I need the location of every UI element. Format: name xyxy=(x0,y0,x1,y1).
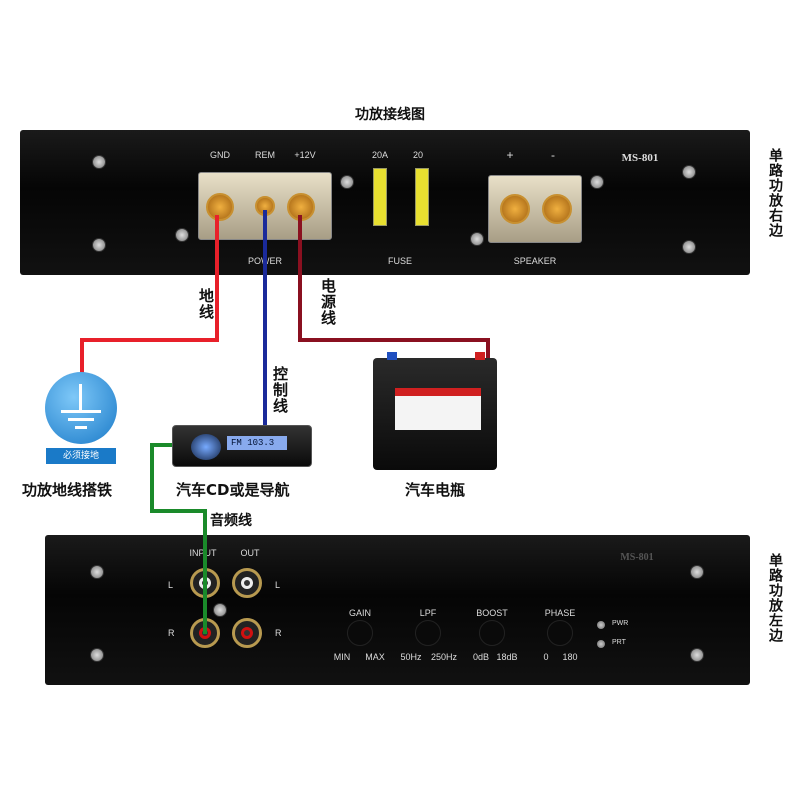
screw-icon xyxy=(470,232,484,246)
ground-wire xyxy=(80,338,219,342)
power-wire xyxy=(298,338,490,342)
ground-symbol-icon xyxy=(45,372,117,444)
ground-wire xyxy=(215,215,219,342)
fuse-2 xyxy=(415,168,429,226)
ground-wire-label: 地线 xyxy=(197,288,215,320)
input-l-label: L xyxy=(168,580,174,590)
screw-icon xyxy=(90,648,104,662)
phase-max-label: 180 xyxy=(562,652,578,662)
power-wire xyxy=(298,215,302,342)
remote-wire-label: 控制线 xyxy=(271,366,289,414)
pwr-led xyxy=(597,621,605,629)
phase-knob[interactable] xyxy=(547,620,573,646)
bottom-amplifier-panel xyxy=(45,535,750,685)
bottom-amp-side-label: 单路功放左边 xyxy=(767,553,783,643)
speaker-minus-terminal[interactable] xyxy=(542,194,572,224)
boost-knob[interactable] xyxy=(479,620,505,646)
output-l-rca-jack[interactable] xyxy=(232,568,262,598)
lpf-max-label: 250Hz xyxy=(430,652,457,662)
ground-badge: 必须接地 xyxy=(46,448,116,464)
output-label: OUT xyxy=(240,548,260,558)
prt-label: PRT xyxy=(612,639,626,646)
pwr-label: PWR xyxy=(612,620,629,627)
screw-icon xyxy=(175,228,189,242)
speaker-label: SPEAKER xyxy=(513,256,557,266)
screw-icon xyxy=(213,603,227,617)
speaker-minus-label: - xyxy=(551,148,555,162)
lpf-min-label: 50Hz xyxy=(400,652,422,662)
screw-icon xyxy=(690,565,704,579)
gain-min-label: MIN xyxy=(333,652,351,662)
screw-icon xyxy=(590,175,604,189)
input-r-label: R xyxy=(168,628,175,638)
rem-label: REM xyxy=(255,150,275,160)
gnd-label: GND xyxy=(210,150,230,160)
boost-max-label: 18dB xyxy=(496,652,518,662)
gain-label: GAIN xyxy=(348,608,371,618)
audio-wire-label: 音频线 xyxy=(210,513,252,529)
screw-icon xyxy=(340,175,354,189)
power-wire-label: 电源线 xyxy=(319,278,337,326)
speaker-plus-label: + xyxy=(506,148,514,162)
model-label: MS-801 xyxy=(621,152,659,164)
gain-max-label: MAX xyxy=(365,652,385,662)
gnd-terminal[interactable] xyxy=(206,193,234,221)
car-head-unit: FM 103.3 xyxy=(172,425,312,467)
screw-icon xyxy=(690,648,704,662)
output-r-label: R xyxy=(275,628,282,638)
ground-device-label: 功放地线搭铁 xyxy=(22,481,113,499)
gain-knob[interactable] xyxy=(347,620,373,646)
screw-icon xyxy=(682,165,696,179)
boost-min-label: 0dB xyxy=(472,652,489,662)
head-unit-display: FM 103.3 xyxy=(227,436,287,450)
audio-wire xyxy=(203,509,207,634)
screw-icon xyxy=(92,238,106,252)
audio-wire xyxy=(150,443,172,447)
fuse-2-rating: 20 xyxy=(412,150,423,160)
output-l-label: L xyxy=(275,580,281,590)
head-unit-label: 汽车CD或是导航 xyxy=(176,481,290,499)
audio-wire xyxy=(150,443,154,513)
screw-icon xyxy=(682,240,696,254)
speaker-plus-terminal[interactable] xyxy=(500,194,530,224)
phase-min-label: 0 xyxy=(543,652,549,662)
audio-wire xyxy=(150,509,207,513)
remote-wire xyxy=(263,210,267,428)
lpf-label: LPF xyxy=(419,608,437,618)
screw-icon xyxy=(90,565,104,579)
12v-label: +12V xyxy=(294,150,316,160)
screw-icon xyxy=(92,155,106,169)
fuse-1 xyxy=(373,168,387,226)
bottom-model-label: MS-801 xyxy=(620,552,654,563)
output-r-rca-jack[interactable] xyxy=(232,618,262,648)
power-wire xyxy=(486,338,490,360)
ground-wire xyxy=(80,338,84,378)
boost-label: BOOST xyxy=(476,608,508,618)
diagram-title: 功放接线图 xyxy=(355,107,425,123)
lpf-knob[interactable] xyxy=(415,620,441,646)
prt-led xyxy=(597,640,605,648)
fuse-1-rating: 20A xyxy=(371,150,388,160)
fuse-label: FUSE xyxy=(387,256,412,266)
car-battery xyxy=(373,352,497,470)
phase-label: PHASE xyxy=(544,608,576,618)
battery-label: 汽车电瓶 xyxy=(405,481,466,499)
top-amp-side-label: 单路功放右边 xyxy=(767,148,783,238)
